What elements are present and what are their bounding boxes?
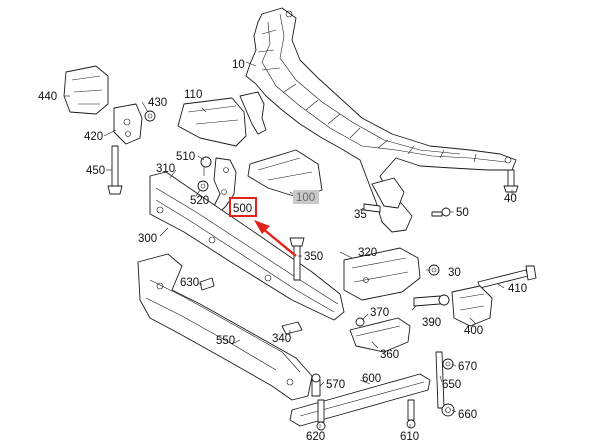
cover-360-part: [349, 317, 411, 353]
callout-310: 310: [156, 163, 175, 175]
callout-630: 630: [180, 277, 199, 289]
callout-390: 390: [422, 317, 441, 329]
callout-550: 550: [216, 335, 235, 347]
bolt-390-part: [413, 294, 450, 307]
callout-610: 610: [400, 431, 419, 443]
impact-beam-300-part: [149, 171, 345, 321]
lower-carrier-550-part: [137, 253, 313, 401]
callout-400: 400: [464, 325, 483, 337]
shade-box-100: [293, 190, 319, 204]
left-bracket-420-part: [113, 103, 143, 145]
callout-510: 510: [176, 151, 195, 163]
callout-320: 320: [358, 247, 377, 259]
callout-350: 350: [304, 251, 323, 263]
callout-600: 600: [362, 373, 381, 385]
fixing-510-part: [200, 156, 212, 176]
bracket-340-part: [281, 321, 303, 335]
nut-50-part: [431, 207, 451, 217]
callout-labels: 10 440 430 110 420 510 450 310 520 500 1…: [38, 59, 527, 443]
bolt-610-part: [406, 399, 416, 429]
callout-340: 340: [272, 333, 291, 345]
callout-570: 570: [326, 379, 345, 391]
callout-650: 650: [442, 379, 461, 391]
callout-440: 440: [38, 91, 57, 103]
callout-35: 35: [354, 209, 367, 221]
highlight-box-500: [229, 197, 257, 217]
clip-630-part: [199, 277, 215, 291]
left-bracket-440-part: [63, 65, 109, 115]
bracket-400-part: [451, 285, 493, 327]
highlight-arrow: [254, 220, 297, 257]
bolt-450-part: [107, 145, 123, 195]
callout-40: 40: [504, 193, 517, 205]
callout-360: 360: [380, 349, 399, 361]
bolt-620-part: [316, 399, 326, 431]
callout-430: 430: [148, 97, 167, 109]
nut-670-part: [442, 358, 454, 370]
callout-420: 420: [84, 131, 103, 143]
callout-50: 50: [456, 207, 469, 219]
callout-110: 110: [184, 89, 202, 101]
bracket-320-part: [343, 247, 421, 301]
leader-lines: [64, 61, 513, 428]
callout-300: 300: [138, 233, 157, 245]
callout-10: 10: [232, 59, 245, 71]
trim-panel-110-part: [177, 97, 247, 147]
front-end-carrier-part: [239, 7, 517, 233]
callout-410: 410: [508, 283, 527, 295]
callout-500: 500: [233, 203, 252, 215]
callout-370: 370: [370, 307, 389, 319]
bolt-570-part: [311, 373, 321, 397]
callout-620: 620: [306, 431, 325, 443]
callout-670: 670: [458, 361, 477, 373]
callout-30: 30: [448, 267, 461, 279]
callout-100: 100: [296, 192, 315, 204]
callout-520: 520: [190, 195, 209, 207]
callout-660: 660: [458, 409, 477, 421]
nut-660-part: [441, 403, 455, 417]
bolt-410-part: [477, 265, 537, 289]
nut-30-part: [428, 264, 440, 276]
nut-520-part: [197, 180, 209, 192]
callout-450: 450: [86, 165, 105, 177]
clip-430-part: [144, 110, 156, 122]
bolt-40-part: [503, 169, 519, 193]
